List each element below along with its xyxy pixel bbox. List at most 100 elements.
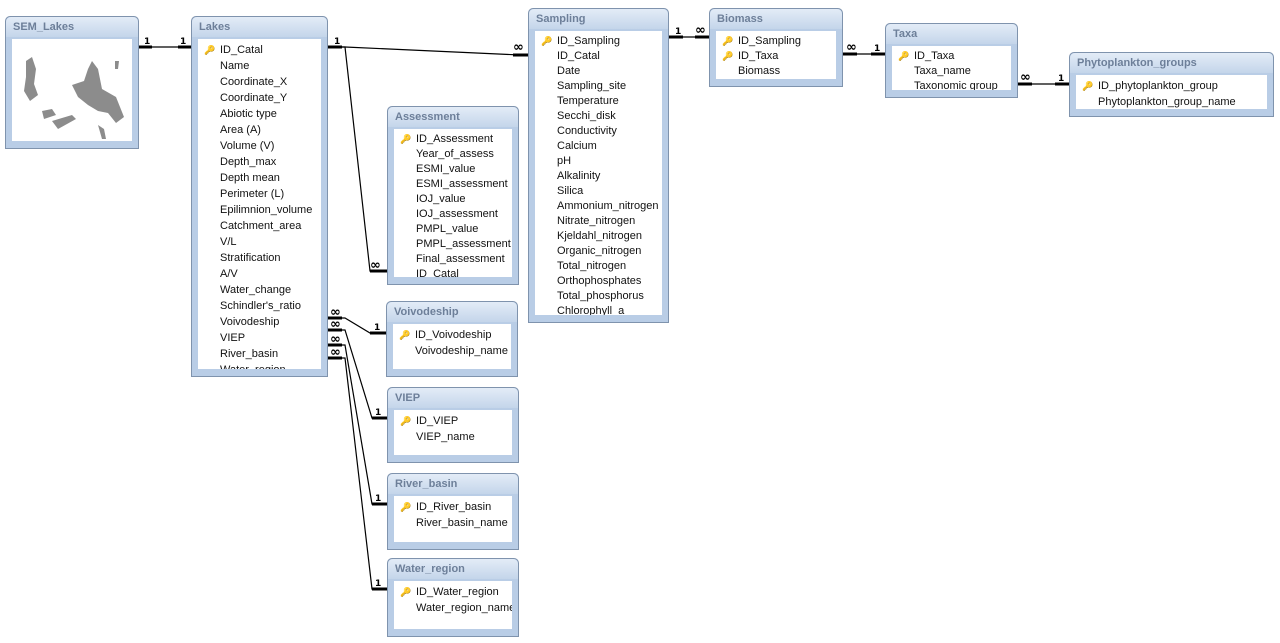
field-item[interactable]: Water_change	[198, 282, 321, 298]
field-item[interactable]: River_basin	[198, 346, 321, 362]
field-item[interactable]: Final_assessment	[394, 252, 512, 267]
rel-one: 1	[375, 494, 381, 504]
field-item[interactable]: Taxonomic group	[892, 79, 1011, 90]
field-item[interactable]: 🔑ID_Voivodeship	[393, 327, 511, 343]
rel-one: 1	[1058, 74, 1064, 84]
field-item[interactable]: Conductivity	[535, 124, 662, 139]
field-item[interactable]: ID_Catal	[394, 267, 512, 277]
rel-one: 1	[375, 408, 381, 418]
field-item[interactable]: Water_region_name	[394, 600, 512, 616]
field-item[interactable]: 🔑ID_Sampling	[535, 34, 662, 49]
rel-many: ∞	[330, 317, 341, 332]
field-item[interactable]: VIEP_name	[394, 429, 512, 445]
field-item[interactable]: Taxa_name	[892, 64, 1011, 79]
field-item[interactable]: Catchment_area	[198, 218, 321, 234]
field-item[interactable]: 🔑ID_Catal	[198, 42, 321, 58]
field-item[interactable]: Voivodeship_name	[393, 343, 511, 359]
field-item[interactable]: IOJ_assessment	[394, 207, 512, 222]
field-item[interactable]: V/L	[198, 234, 321, 250]
rel-one: 1	[375, 579, 381, 589]
rel-one: 1	[144, 37, 150, 47]
field-item[interactable]: Epilimnion_volume	[198, 202, 321, 218]
lake-map-image	[12, 39, 132, 141]
field-item[interactable]: Total_nitrogen	[535, 259, 662, 274]
field-item[interactable]: VIEP	[198, 330, 321, 346]
field-item[interactable]: Sampling_site	[535, 79, 662, 94]
field-item[interactable]: Abiotic type	[198, 106, 321, 122]
field-item[interactable]: Stratification	[198, 250, 321, 266]
table-title: Lakes	[192, 17, 327, 37]
field-item[interactable]: 🔑ID_Taxa	[716, 49, 836, 64]
field-item[interactable]: 🔑ID_Sampling	[716, 34, 836, 49]
table-phytoplankton-groups[interactable]: Phytoplankton_groups🔑ID_phytoplankton_gr…	[1069, 52, 1274, 117]
field-item[interactable]: Kjeldahl_nitrogen	[535, 229, 662, 244]
field-item[interactable]: A/V	[198, 266, 321, 282]
field-item[interactable]: Year_of_assess	[394, 147, 512, 162]
field-item[interactable]: Schindler's_ratio	[198, 298, 321, 314]
field-name: Water_change	[220, 284, 292, 296]
field-item[interactable]: PMPL_assessment	[394, 237, 512, 252]
table-sem-lakes[interactable]: SEM_Lakes	[5, 16, 139, 149]
field-item[interactable]: Coordinate_X	[198, 74, 321, 90]
rel-many: ∞	[330, 345, 341, 360]
field-name: Calcium	[557, 140, 597, 152]
field-item[interactable]: Depth_max	[198, 154, 321, 170]
field-item[interactable]: Biomass	[716, 64, 836, 79]
field-name: Area (A)	[220, 124, 261, 136]
field-item[interactable]: Organic_nitrogen	[535, 244, 662, 259]
field-item[interactable]: Phytoplankton_group_name	[1076, 94, 1267, 109]
field-name: Sampling_site	[557, 80, 627, 92]
rel-many: ∞	[695, 23, 706, 38]
field-item[interactable]: Voivodeship	[198, 314, 321, 330]
field-item[interactable]: Coordinate_Y	[198, 90, 321, 106]
field-item[interactable]: ESMI_assessment	[394, 177, 512, 192]
rel-many: ∞	[513, 40, 524, 55]
field-item[interactable]: Silica	[535, 184, 662, 199]
field-item[interactable]: Name	[198, 58, 321, 74]
field-item[interactable]: River_basin_name	[394, 515, 512, 531]
field-item[interactable]: Nitrate_nitrogen	[535, 214, 662, 229]
field-name: VIEP_name	[416, 431, 475, 443]
field-item[interactable]: Orthophosphates	[535, 274, 662, 289]
field-item[interactable]: Date	[535, 64, 662, 79]
field-item[interactable]: pH	[535, 154, 662, 169]
field-name: ID_Voivodeship	[415, 329, 492, 341]
field-item[interactable]: Calcium	[535, 139, 662, 154]
field-name: Taxonomic group	[914, 80, 998, 90]
field-item[interactable]: ESMI_value	[394, 162, 512, 177]
field-name: Final_assessment	[416, 253, 505, 265]
field-name: Chlorophyll_a	[557, 305, 625, 315]
field-name: PMPL_assessment	[416, 238, 511, 250]
field-item[interactable]: Depth mean	[198, 170, 321, 186]
field-item[interactable]: Ammonium_nitrogen	[535, 199, 662, 214]
field-item[interactable]: Perimeter (L)	[198, 186, 321, 202]
field-item[interactable]: Temperature	[535, 94, 662, 109]
field-item[interactable]: 🔑ID_River_basin	[394, 499, 512, 515]
field-item[interactable]: Volume (V)	[198, 138, 321, 154]
table-title: Sampling	[529, 9, 668, 29]
field-item[interactable]: Chlorophyll_a	[535, 304, 662, 315]
field-item[interactable]: Alkalinity	[535, 169, 662, 184]
field-item[interactable]: PMPL_value	[394, 222, 512, 237]
field-item[interactable]: Secchi_disk	[535, 109, 662, 124]
field-item[interactable]: 🔑ID_phytoplankton_group	[1076, 78, 1267, 94]
field-item[interactable]: IOJ_value	[394, 192, 512, 207]
field-item[interactable]: 🔑ID_Assessment	[394, 132, 512, 147]
field-item[interactable]: Total_phosphorus	[535, 289, 662, 304]
field-item[interactable]: Water_region	[198, 362, 321, 369]
field-item[interactable]: ID_Catal	[535, 49, 662, 64]
field-item[interactable]: 🔑ID_Water_region	[394, 584, 512, 600]
field-item[interactable]: Area (A)	[198, 122, 321, 138]
field-item[interactable]: 🔑ID_VIEP	[394, 413, 512, 429]
field-item[interactable]: 🔑ID_Taxa	[892, 49, 1011, 64]
